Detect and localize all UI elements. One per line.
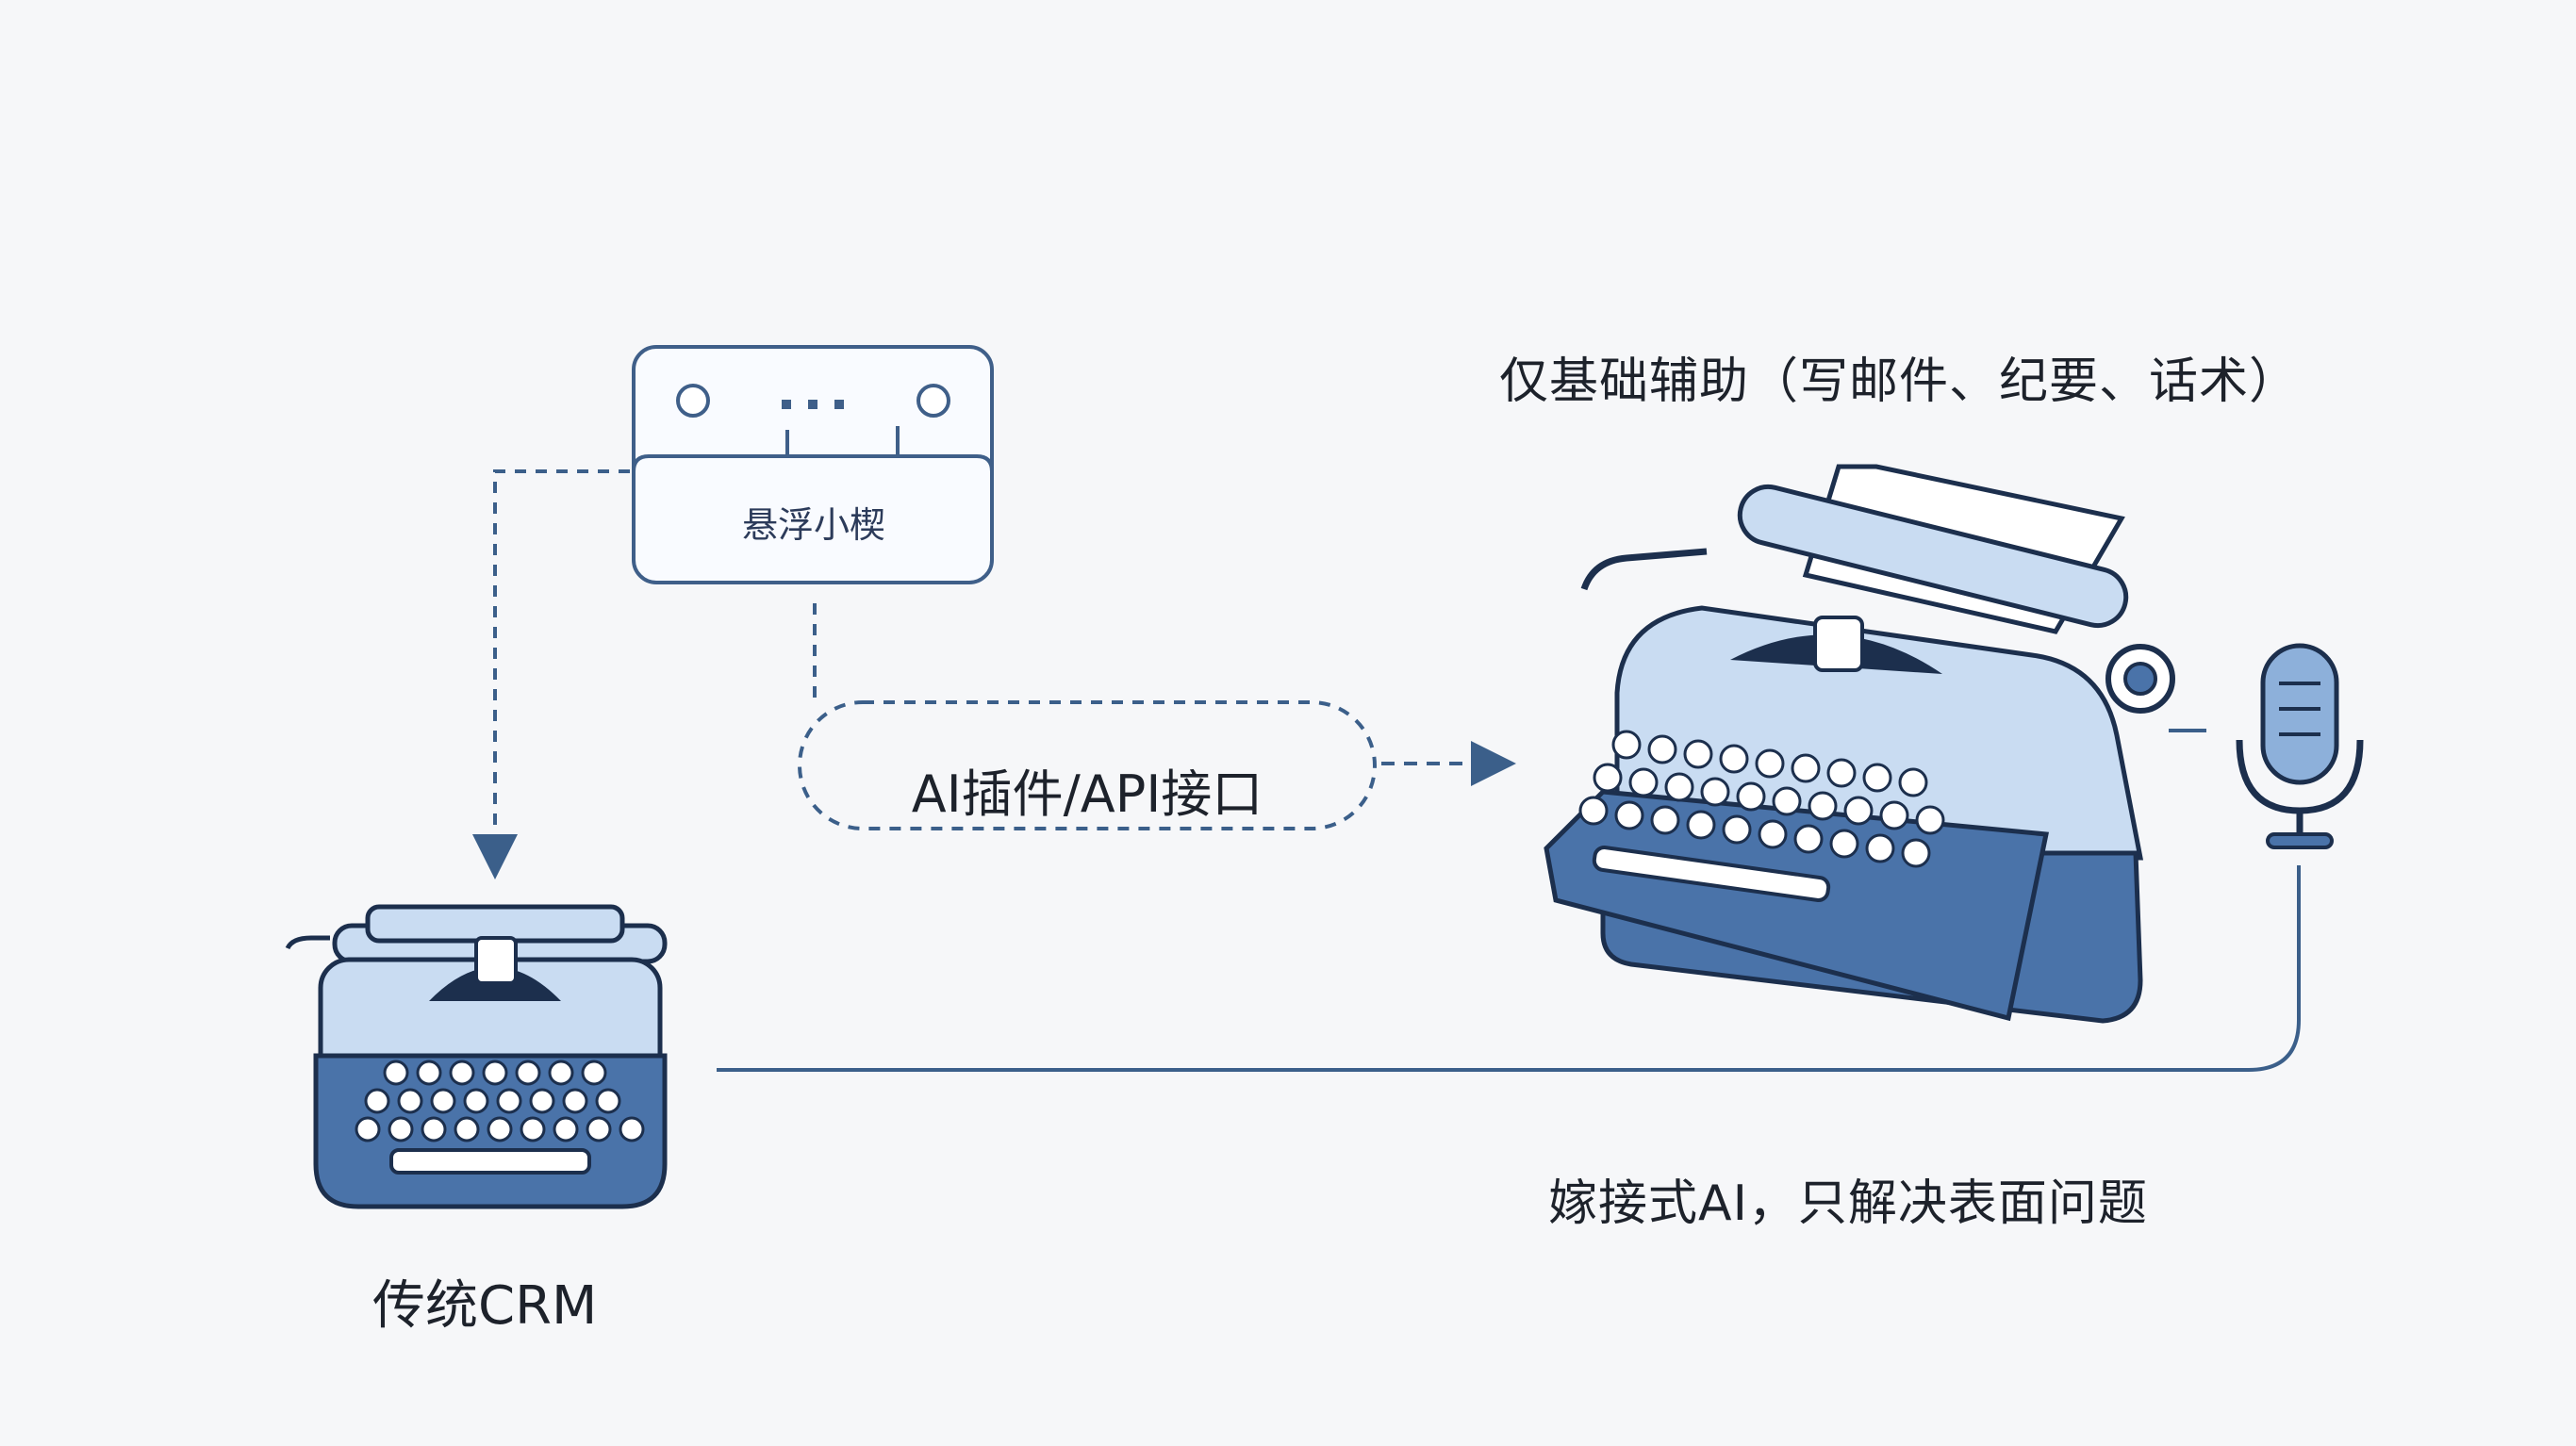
floating-widget-left-knob-icon (676, 384, 710, 418)
plugin-pill (798, 700, 1377, 830)
floating-widget (632, 345, 994, 584)
plugin-label: AI插件/API接口 (911, 764, 1263, 824)
crm-caption: 传统CRM (372, 1275, 598, 1337)
floating-widget-dot-3 (834, 400, 844, 409)
floating-widget-divider (632, 454, 994, 472)
small-typewriter-icon (285, 904, 668, 1209)
floating-widget-right-knob-icon (916, 384, 950, 418)
floating-label: 悬浮小楔 (741, 503, 885, 546)
large-typewriter-icon (1544, 464, 2175, 1024)
solid-connector-bottom (717, 865, 2301, 1072)
microphone-icon (2236, 643, 2364, 849)
top-caption: 仅基础辅助（写邮件、纪要、话术） (1499, 353, 2300, 410)
floating-widget-dot-2 (808, 400, 817, 409)
floating-widget-dot-1 (782, 400, 791, 409)
bottom-caption: 嫁接式AI，只解决表面问题 (1548, 1175, 2148, 1232)
dashed-connector-left (472, 469, 630, 879)
